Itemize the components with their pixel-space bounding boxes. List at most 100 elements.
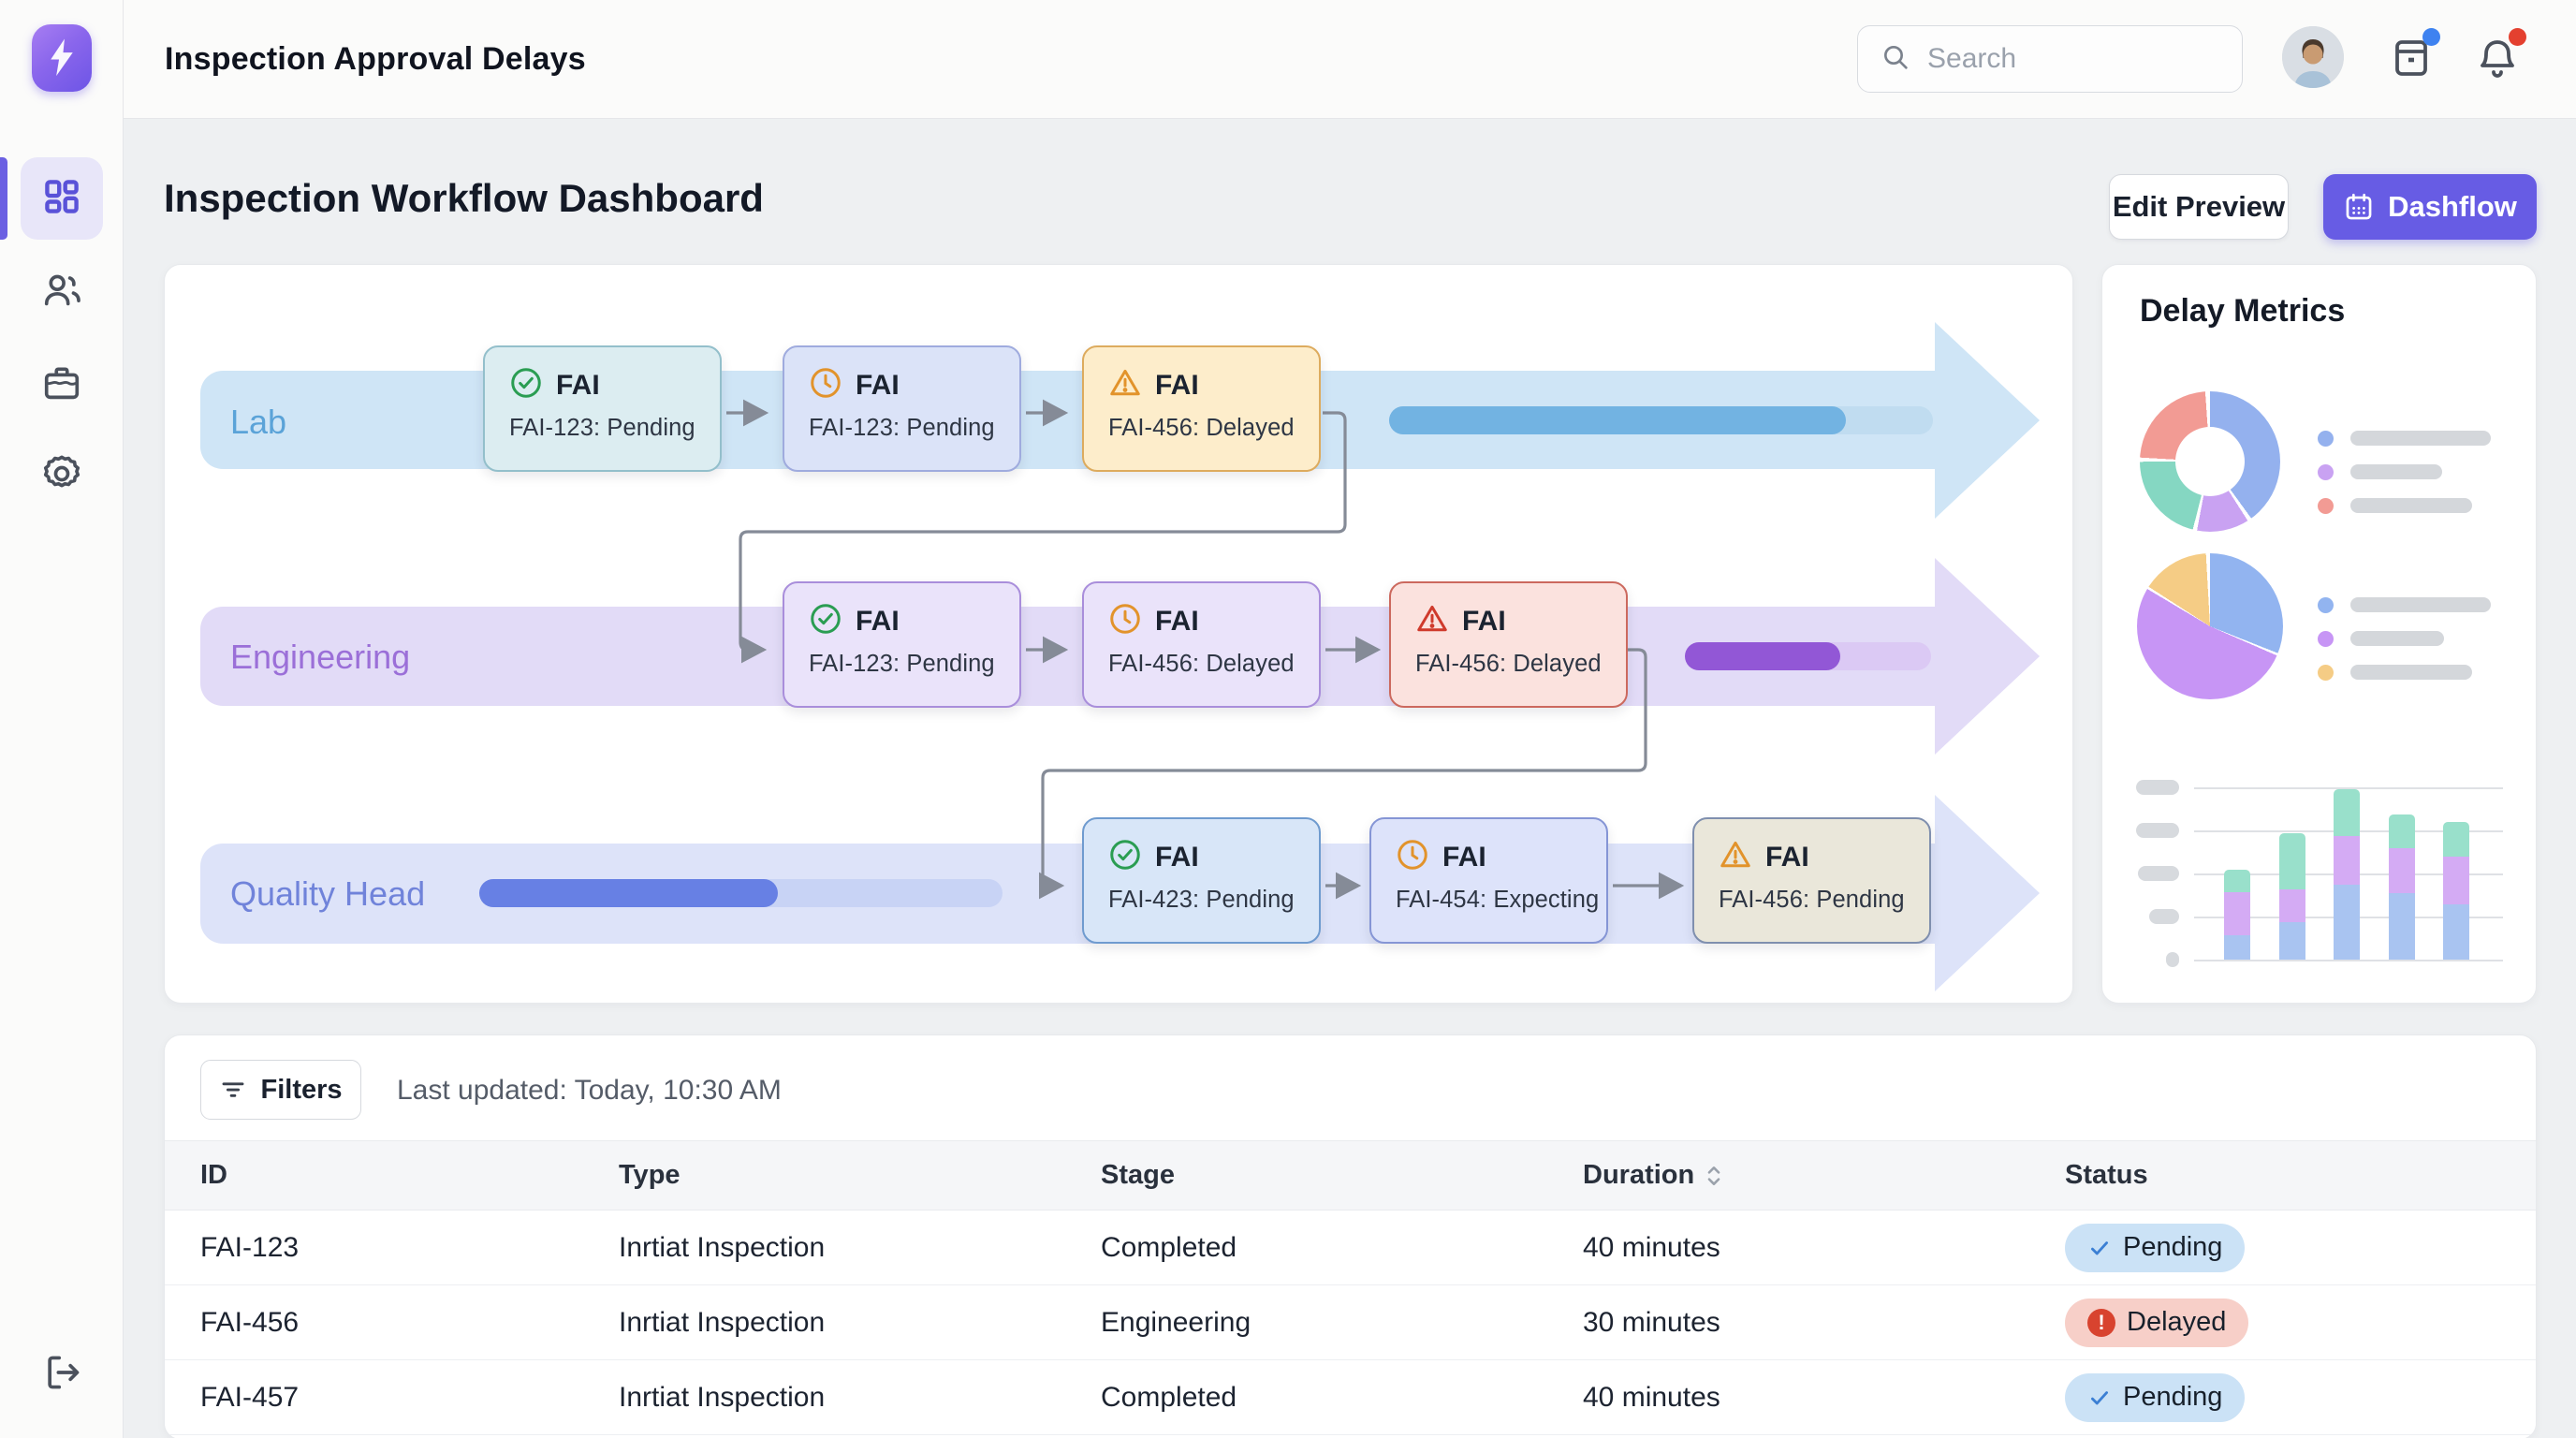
lab-progress-bar bbox=[1389, 406, 1933, 434]
card-title: FAI bbox=[1462, 605, 1506, 637]
cell-duration: 40 minutes bbox=[1583, 1381, 1720, 1413]
workflow-card-eng-3[interactable]: FAI FAI-456: Delayed bbox=[1389, 581, 1628, 708]
card-title: FAI bbox=[1155, 841, 1199, 873]
legend-row bbox=[2318, 421, 2491, 455]
table-row[interactable]: FAI-457 Inrtiat Inspection Completed 40 … bbox=[165, 1360, 2536, 1435]
window-title: Inspection Approval Delays bbox=[165, 41, 586, 77]
workflow-card-lab-3[interactable]: FAI FAI-456: Delayed bbox=[1082, 345, 1321, 472]
logout-icon bbox=[41, 1352, 82, 1398]
sidebar-item-projects[interactable] bbox=[21, 345, 103, 427]
table-row[interactable]: FAI-456 Inrtiat Inspection Engineering 3… bbox=[165, 1285, 2536, 1360]
card-subtitle: FAI-123: Pending bbox=[509, 415, 695, 441]
legend-row bbox=[2318, 622, 2491, 655]
pie-chart bbox=[2137, 553, 2283, 699]
engineering-progress-bar bbox=[1685, 642, 1931, 670]
workflow-card-eng-2[interactable]: FAI FAI-456: Delayed bbox=[1082, 581, 1321, 708]
donut-chart bbox=[2140, 391, 2280, 532]
table-header-row: ID Type Stage Duration Status bbox=[165, 1140, 2536, 1211]
cell-duration: 40 minutes bbox=[1583, 1231, 1720, 1263]
lane-label-lab: Lab bbox=[230, 403, 287, 441]
cell-id: FAI-457 bbox=[200, 1381, 300, 1413]
sidebar-item-settings[interactable] bbox=[21, 434, 103, 517]
bar-segment-blue bbox=[2388, 892, 2415, 960]
bar-stack bbox=[2388, 814, 2415, 960]
card-subtitle: FAI-123: Pending bbox=[809, 415, 995, 441]
card-title: FAI bbox=[1765, 841, 1809, 873]
gridline bbox=[2194, 787, 2503, 789]
card-title: FAI bbox=[1155, 369, 1199, 401]
page-title: Inspection Workflow Dashboard bbox=[164, 176, 764, 220]
legend-skeleton-bar bbox=[2350, 665, 2472, 680]
metrics-title: Delay Metrics bbox=[2140, 293, 2346, 329]
status-label: Pending bbox=[2123, 1382, 2223, 1412]
sidebar-item-users[interactable] bbox=[21, 251, 103, 333]
legend-dot bbox=[2318, 596, 2334, 613]
quality-progress-bar bbox=[479, 879, 1003, 907]
sidebar-item-logout[interactable] bbox=[21, 1333, 103, 1416]
bell-notification-dot bbox=[2509, 28, 2526, 46]
lane-quality-head-arrowhead bbox=[1935, 795, 2040, 991]
connector-lab-to-engineering bbox=[739, 411, 1347, 664]
cell-stage: Completed bbox=[1101, 1231, 1237, 1263]
yaxis-skeleton-label bbox=[2138, 866, 2179, 881]
cell-type: Inrtiat Inspection bbox=[619, 1381, 826, 1413]
bell-icon[interactable] bbox=[2475, 28, 2526, 81]
quality-progress-fill bbox=[479, 879, 778, 907]
clock-icon bbox=[1396, 838, 1429, 876]
table-row[interactable]: FAI-123 Inrtiat Inspection Completed 40 … bbox=[165, 1211, 2536, 1285]
card-title: FAI bbox=[856, 369, 900, 401]
clock-icon bbox=[809, 366, 842, 404]
pie-legend bbox=[2318, 588, 2491, 689]
lab-progress-fill bbox=[1389, 406, 1847, 434]
users-icon bbox=[40, 269, 83, 316]
bar-segment-purple bbox=[2388, 848, 2415, 893]
yaxis-skeleton-label bbox=[2136, 780, 2179, 795]
bar-segment-purple bbox=[2334, 836, 2361, 885]
bar-stack bbox=[2224, 869, 2250, 960]
yaxis-skeleton-label bbox=[2136, 823, 2179, 838]
workflow-card-lab-2[interactable]: FAI FAI-123: Pending bbox=[783, 345, 1021, 472]
legend-row bbox=[2318, 588, 2491, 622]
check-circle-icon bbox=[1108, 838, 1142, 876]
legend-dot bbox=[2318, 630, 2334, 647]
avatar[interactable] bbox=[2282, 26, 2344, 88]
status-badge: !Delayed bbox=[2065, 1298, 2249, 1347]
sort-icon bbox=[1705, 1164, 1722, 1188]
yaxis-skeleton-label bbox=[2149, 909, 2179, 924]
workflow-card-qh-2[interactable]: FAI FAI-454: Expecting bbox=[1369, 817, 1608, 944]
bar-segment-teal bbox=[2334, 788, 2361, 837]
col-header-duration[interactable]: Duration bbox=[1583, 1160, 2065, 1191]
active-nav-indicator bbox=[0, 157, 7, 240]
legend-dot bbox=[2318, 430, 2334, 447]
filters-button[interactable]: Filters bbox=[200, 1060, 361, 1120]
warning-triangle-icon bbox=[1108, 366, 1142, 404]
status-badge: Pending bbox=[2065, 1372, 2246, 1422]
legend-dot bbox=[2318, 664, 2334, 681]
delay-metrics-panel: Delay Metrics bbox=[2101, 264, 2537, 1004]
col-header-type: Type bbox=[619, 1160, 681, 1190]
search-box[interactable] bbox=[1857, 25, 2243, 93]
bar-stack bbox=[2443, 822, 2470, 960]
check-circle-icon bbox=[809, 602, 842, 640]
filter-icon bbox=[219, 1076, 247, 1104]
search-input[interactable] bbox=[1927, 43, 2219, 75]
card-subtitle: FAI-456: Delayed bbox=[1415, 651, 1602, 677]
app-logo bbox=[32, 24, 92, 92]
bar-segment-blue bbox=[2278, 922, 2305, 960]
archive-icon[interactable] bbox=[2389, 28, 2440, 81]
cell-id: FAI-456 bbox=[200, 1306, 300, 1338]
dashflow-button[interactable]: Dashflow bbox=[2323, 174, 2537, 240]
connector-engineering-to-quality bbox=[1039, 648, 1647, 900]
edit-preview-button[interactable]: Edit Preview bbox=[2109, 174, 2289, 240]
cell-id: FAI-123 bbox=[200, 1231, 300, 1263]
workflow-card-eng-1[interactable]: FAI FAI-123: Pending bbox=[783, 581, 1021, 708]
workflow-card-lab-1[interactable]: FAI FAI-123: Pending bbox=[483, 345, 722, 472]
status-label: Pending bbox=[2123, 1232, 2223, 1262]
workflow-card-qh-3[interactable]: FAI FAI-456: Pending bbox=[1692, 817, 1931, 944]
status-label: Delayed bbox=[2127, 1307, 2227, 1337]
workflow-card-qh-1[interactable]: FAI FAI-423: Pending bbox=[1082, 817, 1321, 944]
bar-segment-blue bbox=[2443, 903, 2470, 960]
sidebar-item-dashboard[interactable] bbox=[21, 157, 103, 240]
lane-engineering-arrowhead bbox=[1935, 558, 2040, 755]
